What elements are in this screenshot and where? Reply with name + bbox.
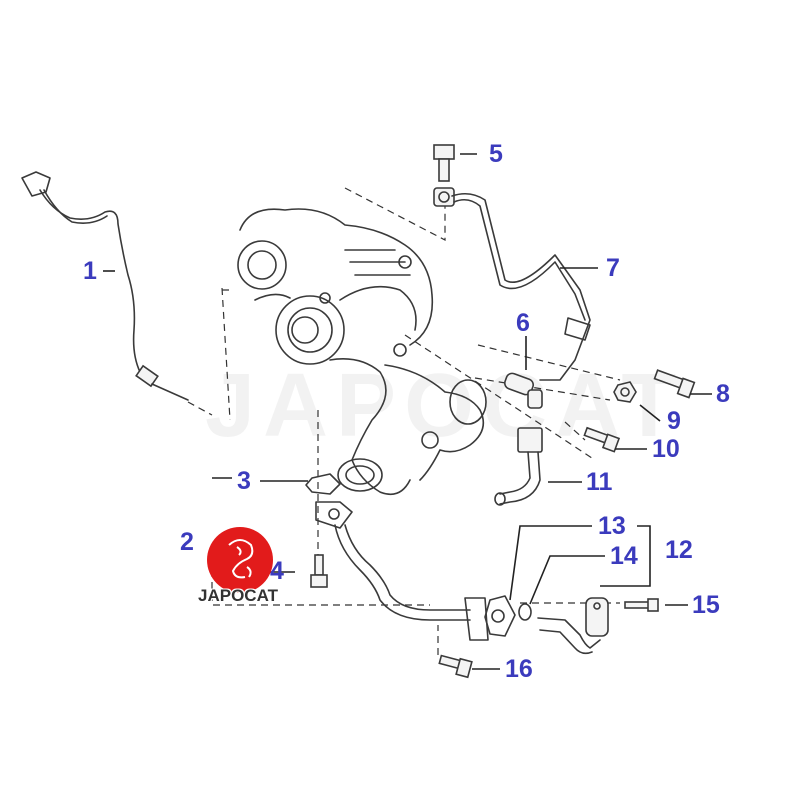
callout-2: 2: [180, 528, 194, 556]
callout-8: 8: [716, 380, 730, 408]
callout-10: 10: [652, 435, 680, 463]
callout-7: 7: [606, 254, 620, 282]
oil-return-fitting-part: [503, 372, 543, 409]
egr-cooler-pipe-part: [537, 597, 609, 655]
callout-13: 13: [598, 512, 626, 540]
japocat-logo: [207, 527, 273, 593]
oil-feed-pipe-part: [433, 187, 591, 381]
oil-return-hose-part: [494, 427, 543, 506]
turbocharger-part: [237, 208, 487, 496]
logo-text: JAPOCAT: [198, 586, 278, 605]
callout-3: 3: [237, 467, 251, 495]
callout-16: 16: [505, 655, 533, 683]
callout-1: 1: [83, 257, 97, 285]
logo-emblem-icon: [228, 539, 254, 579]
bolt-15-part: [624, 598, 659, 612]
callout-14: 14: [610, 542, 638, 570]
callout-9: 9: [667, 407, 681, 435]
bolt-16-part: [438, 654, 473, 679]
nut-9-part: [613, 381, 637, 403]
gasket-13-part: [484, 595, 516, 637]
bolt-10-part: [583, 426, 621, 453]
callout-12: 12: [665, 536, 693, 564]
callout-4: 4: [270, 557, 284, 585]
gasket-14-part: [518, 603, 532, 621]
leader-lines: [103, 153, 712, 670]
callout-15: 15: [692, 591, 720, 619]
temperature-sensor-part: [21, 171, 189, 401]
bolt-8-part: [653, 369, 696, 399]
callout-6: 6: [516, 309, 530, 337]
egr-pipe-part: [305, 473, 489, 641]
callout-5: 5: [489, 140, 503, 168]
bolt-4-part: [310, 554, 328, 588]
banjo-bolt-part: [433, 144, 455, 182]
callout-11: 11: [586, 468, 613, 496]
